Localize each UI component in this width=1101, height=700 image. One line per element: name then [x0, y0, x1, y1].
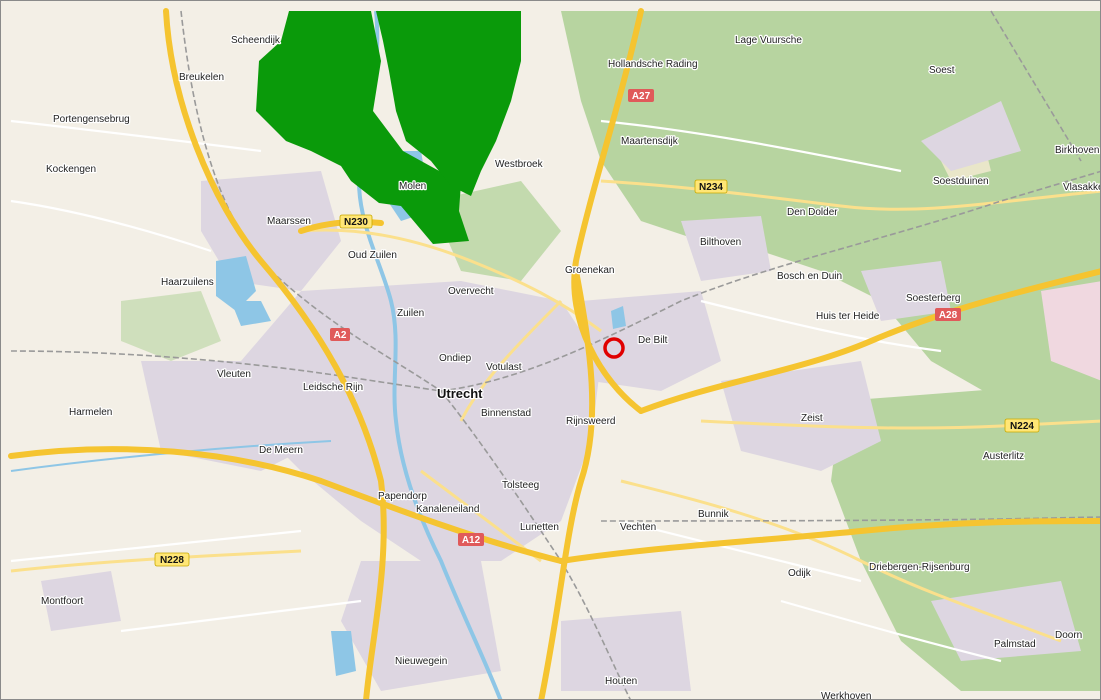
place-label: Molen — [399, 181, 426, 192]
place-label: Lage Vuursche — [735, 35, 802, 46]
place-label: Bunnik — [698, 509, 730, 520]
place-label: Soest — [929, 65, 955, 76]
place-labels: Scheendijk Breukelen Portengensebrug Koc… — [40, 34, 1101, 700]
place-label: Huis ter Heide — [816, 311, 880, 322]
place-label: Nieuwegein — [395, 656, 447, 667]
svg-text:N228: N228 — [160, 555, 184, 566]
road-shield-a12: A12 — [458, 533, 484, 546]
place-label: Scheendijk — [231, 35, 281, 46]
place-label: Palmstad — [994, 639, 1036, 650]
place-label: Bosch en Duin — [777, 271, 842, 282]
place-label: Zuilen — [397, 308, 424, 319]
minor-roads — [10, 119, 1002, 663]
place-label: Binnenstad — [481, 408, 531, 419]
svg-text:N224: N224 — [1010, 421, 1034, 432]
road-shield-a2: A2 — [330, 328, 350, 341]
road-shield-n228: N228 — [154, 552, 190, 567]
place-label: Leidsche Rijn — [303, 382, 363, 393]
place-label: Ondiep — [439, 353, 472, 364]
place-label: Groenekan — [565, 265, 614, 276]
place-label: Vlasakke — [1063, 182, 1101, 193]
road-shield-n230: N230 — [339, 214, 373, 229]
place-label: Houten — [605, 676, 637, 687]
road-shields: A27 N234 N230 A2 A28 N224 A12 N228 — [154, 89, 1040, 567]
place-label: Vleuten — [217, 369, 251, 380]
place-label: Austerlitz — [983, 451, 1024, 462]
place-label-city: Utrecht — [437, 386, 483, 401]
place-label: Soestduinen — [933, 176, 989, 187]
place-label: Lunetten — [520, 522, 559, 533]
place-label: Vechten — [620, 522, 656, 533]
road-shield-n224: N224 — [1004, 418, 1040, 433]
place-label: Haarzuilens — [161, 277, 214, 288]
place-label: Papendorp — [378, 491, 427, 502]
road-shield-a28: A28 — [935, 308, 961, 321]
svg-text:N230: N230 — [344, 217, 368, 228]
place-label: Soesterberg — [906, 293, 960, 304]
place-label: Maartensdijk — [621, 136, 679, 147]
place-label: Breukelen — [179, 72, 224, 83]
place-label: Maarssen — [267, 216, 311, 227]
place-label: Birkhoven — [1055, 145, 1099, 156]
place-label: Zeist — [801, 413, 823, 424]
place-label: Driebergen-Rijsenburg — [869, 562, 970, 573]
place-label: Harmelen — [69, 407, 112, 418]
svg-text:A27: A27 — [632, 91, 651, 102]
place-label: Kanaleneiland — [416, 504, 479, 515]
motorways — [8, 8, 1100, 699]
highlight-overlay — [256, 11, 521, 244]
svg-text:A12: A12 — [462, 535, 481, 546]
place-label: Westbroek — [495, 159, 544, 170]
place-label: Portengensebrug — [53, 114, 130, 125]
road-shield-a27: A27 — [628, 89, 654, 102]
place-label: Werkhoven — [821, 691, 871, 700]
place-label: Montfoort — [41, 596, 83, 607]
place-label: Doorn — [1055, 630, 1082, 641]
place-label: De Bilt — [638, 335, 668, 346]
road-shield-n234: N234 — [694, 179, 728, 194]
location-marker[interactable] — [603, 337, 625, 359]
place-label: De Meern — [259, 445, 303, 456]
place-label: Overvecht — [448, 286, 494, 297]
svg-text:A28: A28 — [939, 310, 958, 321]
place-label: Rijnsweerd — [566, 416, 615, 427]
place-label: Odijk — [788, 568, 812, 579]
place-label: Hollandsche Rading — [608, 59, 698, 70]
place-label: Votulast — [486, 362, 522, 373]
place-label: Kockengen — [46, 164, 96, 175]
place-label: Oud Zuilen — [348, 250, 397, 261]
place-label: Bilthoven — [700, 237, 741, 248]
svg-text:A2: A2 — [334, 330, 347, 341]
place-label: Den Dolder — [787, 207, 838, 218]
place-label: Tolsteeg — [502, 480, 539, 491]
svg-text:N234: N234 — [699, 182, 723, 193]
